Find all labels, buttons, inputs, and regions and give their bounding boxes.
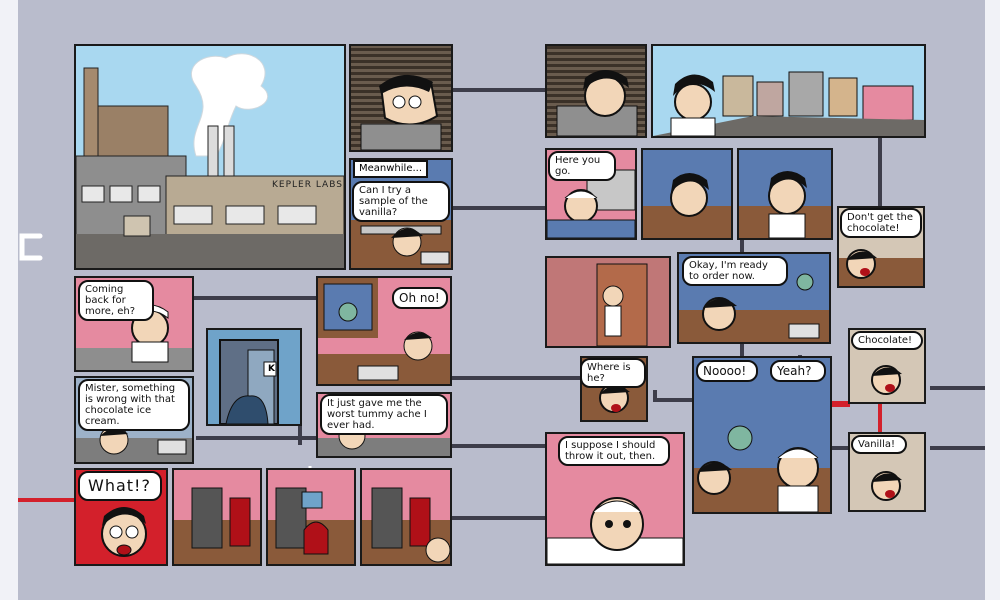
boy-searching-illustration xyxy=(599,383,630,413)
boy-thinking-illustration xyxy=(739,171,831,238)
boy-tasting-illustration xyxy=(643,173,731,238)
factory-sign: KEPLER LABS xyxy=(272,180,343,190)
panel-town-street xyxy=(651,44,926,138)
shop-window-illustration xyxy=(351,220,451,268)
door-illustration xyxy=(219,339,279,424)
boy-at-machine-illustration xyxy=(268,487,354,564)
panel-factory: KEPLER LABS xyxy=(74,44,346,270)
shopkeeper-thinking-illustration xyxy=(547,497,683,564)
bubble-throw-it-out: I suppose I should throw it out, then. xyxy=(558,436,670,466)
boy-angry-illustration xyxy=(556,70,638,136)
panel-cold-storage-door: K xyxy=(206,328,302,426)
boy-complains-illustration xyxy=(76,425,192,462)
bubble-coming-back: Coming back for more, eh? xyxy=(78,280,154,321)
bubble-vanilla: Vanilla! xyxy=(851,435,907,454)
door-sign: K xyxy=(268,364,275,374)
panel-boy-thinking xyxy=(737,148,833,240)
boy-at-counter-illustration xyxy=(679,273,829,342)
caption-meanwhile: Meanwhile... xyxy=(353,160,429,178)
panel-boy-running-blinds xyxy=(545,44,647,138)
ice-cream-machine-illustration xyxy=(362,487,450,564)
bubble-chocolate: Chocolate! xyxy=(851,331,923,350)
factory-illustration xyxy=(76,53,344,268)
gutter-band-left xyxy=(0,0,18,600)
bubble-here-you-go: Here you go. xyxy=(548,151,616,181)
bubble-ready-to-order: Okay, I'm ready to order now. xyxy=(682,256,788,286)
bubble-can-i-try: Can I try a sample of the vanilla? xyxy=(352,181,450,222)
bubble-yeah: Yeah? xyxy=(770,360,826,382)
panel-oh-no xyxy=(316,276,452,386)
panel-machine-3 xyxy=(360,468,452,566)
shopkeeper-serving-illustration xyxy=(547,169,635,238)
panel-noooo-yeah xyxy=(692,356,832,514)
panel-boy-behind-blinds xyxy=(349,44,453,152)
boy-and-shopkeeper-illustration xyxy=(694,425,830,512)
ice-cream-machine-illustration xyxy=(174,487,260,564)
bubble-mister-something: Mister, something is wrong with that cho… xyxy=(78,379,190,431)
boy-chocolate-illustration xyxy=(871,365,902,395)
boy-vanilla-illustration xyxy=(871,471,902,501)
panel-boy-tasting xyxy=(641,148,733,240)
bubble-where-is-he: Where is he? xyxy=(580,358,646,388)
boy-at-door-illustration xyxy=(547,258,669,346)
shocked-boy-illustration xyxy=(101,507,147,557)
oh-no-illustration xyxy=(318,278,450,384)
town-illustration xyxy=(653,71,924,136)
panel-machine-2 xyxy=(266,468,356,566)
bubble-noooo: Noooo! xyxy=(696,360,758,382)
panel-where-is-he xyxy=(545,256,671,348)
bubble-worst-tummy: It just gave me the worst tummy ache I e… xyxy=(320,394,448,435)
panel-machine-1 xyxy=(172,468,262,566)
bubble-oh-no: Oh no! xyxy=(392,287,448,309)
bubble-dont-get: Don't get the chocolate! xyxy=(840,208,922,238)
boy-shouting-illustration xyxy=(839,249,923,286)
gutter-band-right xyxy=(985,0,1000,600)
bubble-what: What!? xyxy=(78,471,162,501)
boy-face-illustration xyxy=(360,74,442,150)
